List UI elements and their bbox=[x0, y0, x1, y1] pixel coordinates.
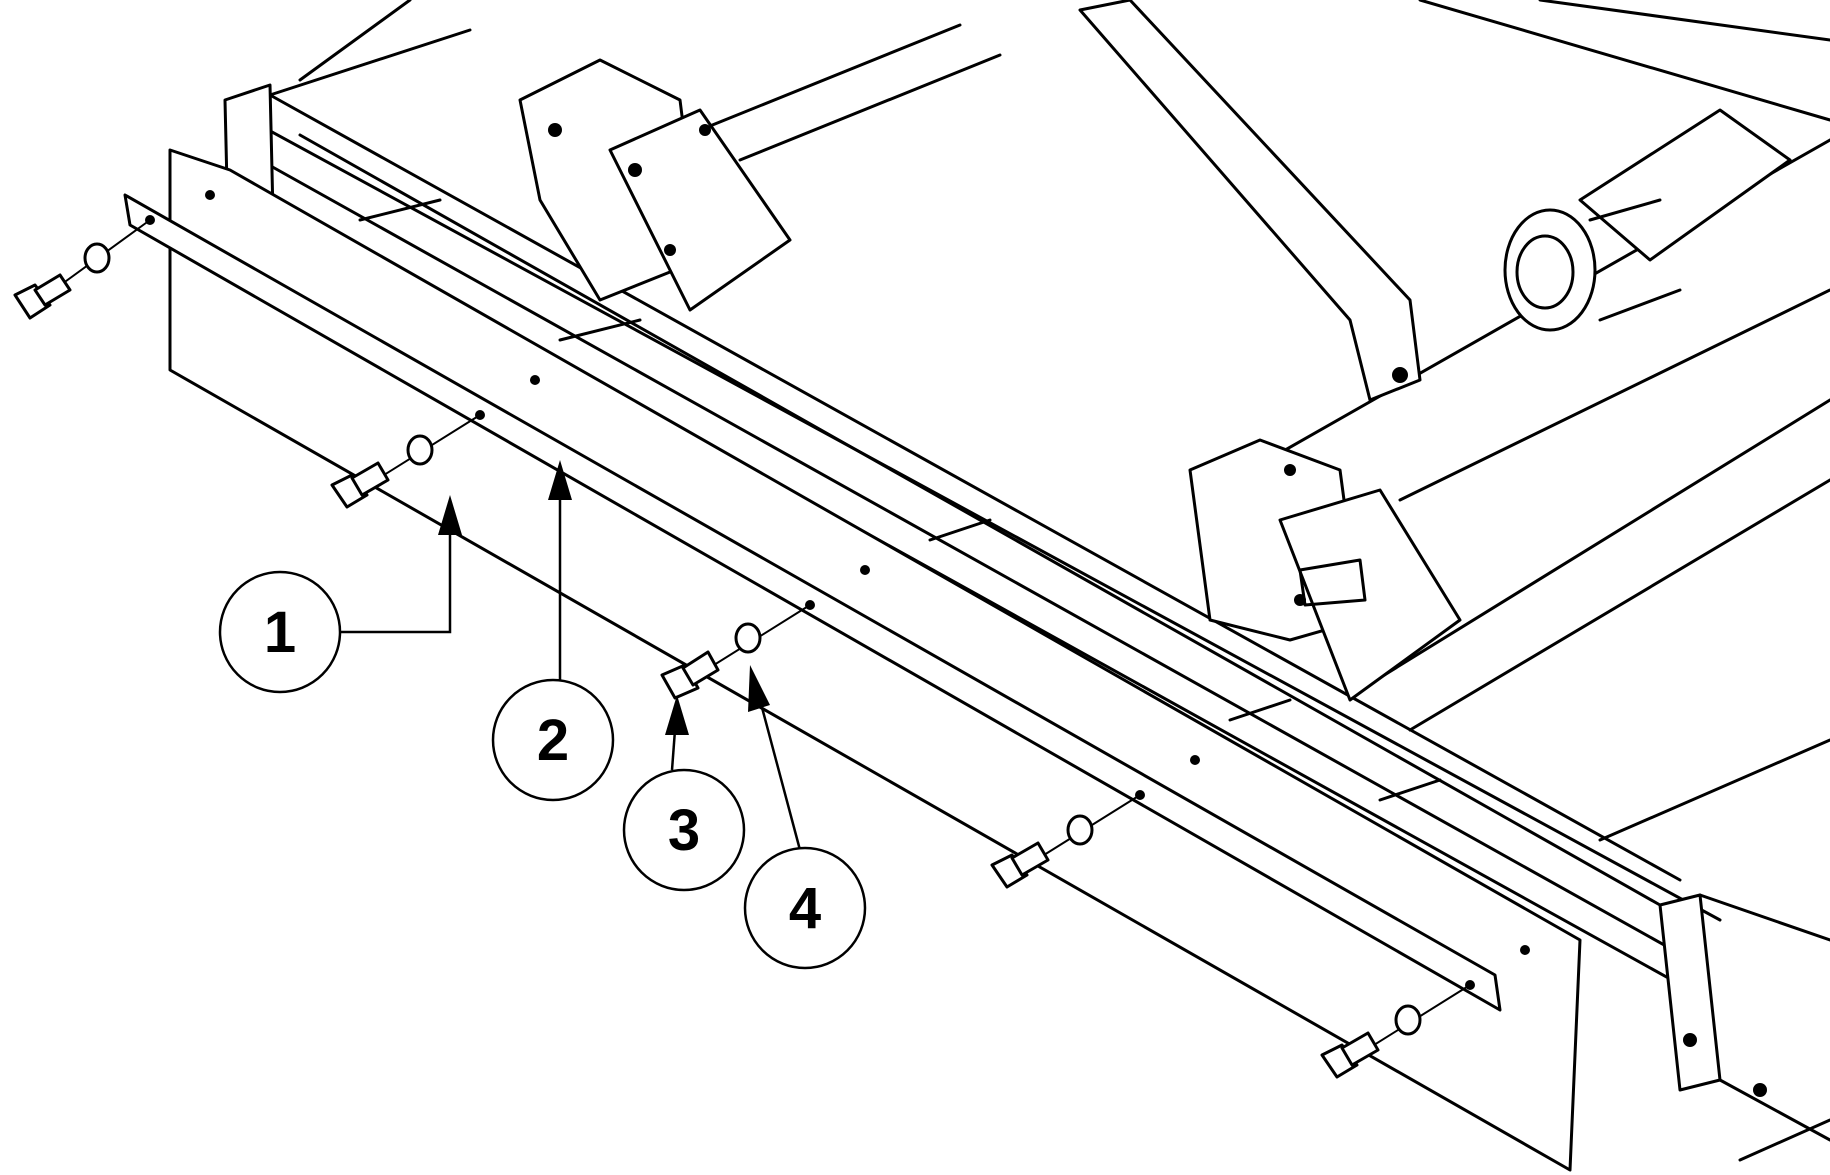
fastener-set bbox=[13, 219, 1471, 1079]
callout-1: 1 bbox=[218, 495, 462, 694]
callout-3: 3 bbox=[622, 695, 746, 892]
mower-deck-frame bbox=[223, 0, 1830, 1162]
callout-1-label: 1 bbox=[264, 600, 296, 665]
callout-4-label: 4 bbox=[789, 876, 821, 941]
mounting-strap bbox=[123, 190, 1530, 1012]
callout-3-label: 3 bbox=[668, 798, 700, 863]
gearbox bbox=[1503, 108, 1792, 332]
deflector-panel bbox=[168, 148, 1582, 1172]
hitch-assembly bbox=[518, 0, 1462, 702]
callout-2-label: 2 bbox=[537, 708, 569, 773]
callout-4: 4 bbox=[743, 665, 867, 970]
callout-2: 2 bbox=[491, 460, 615, 802]
